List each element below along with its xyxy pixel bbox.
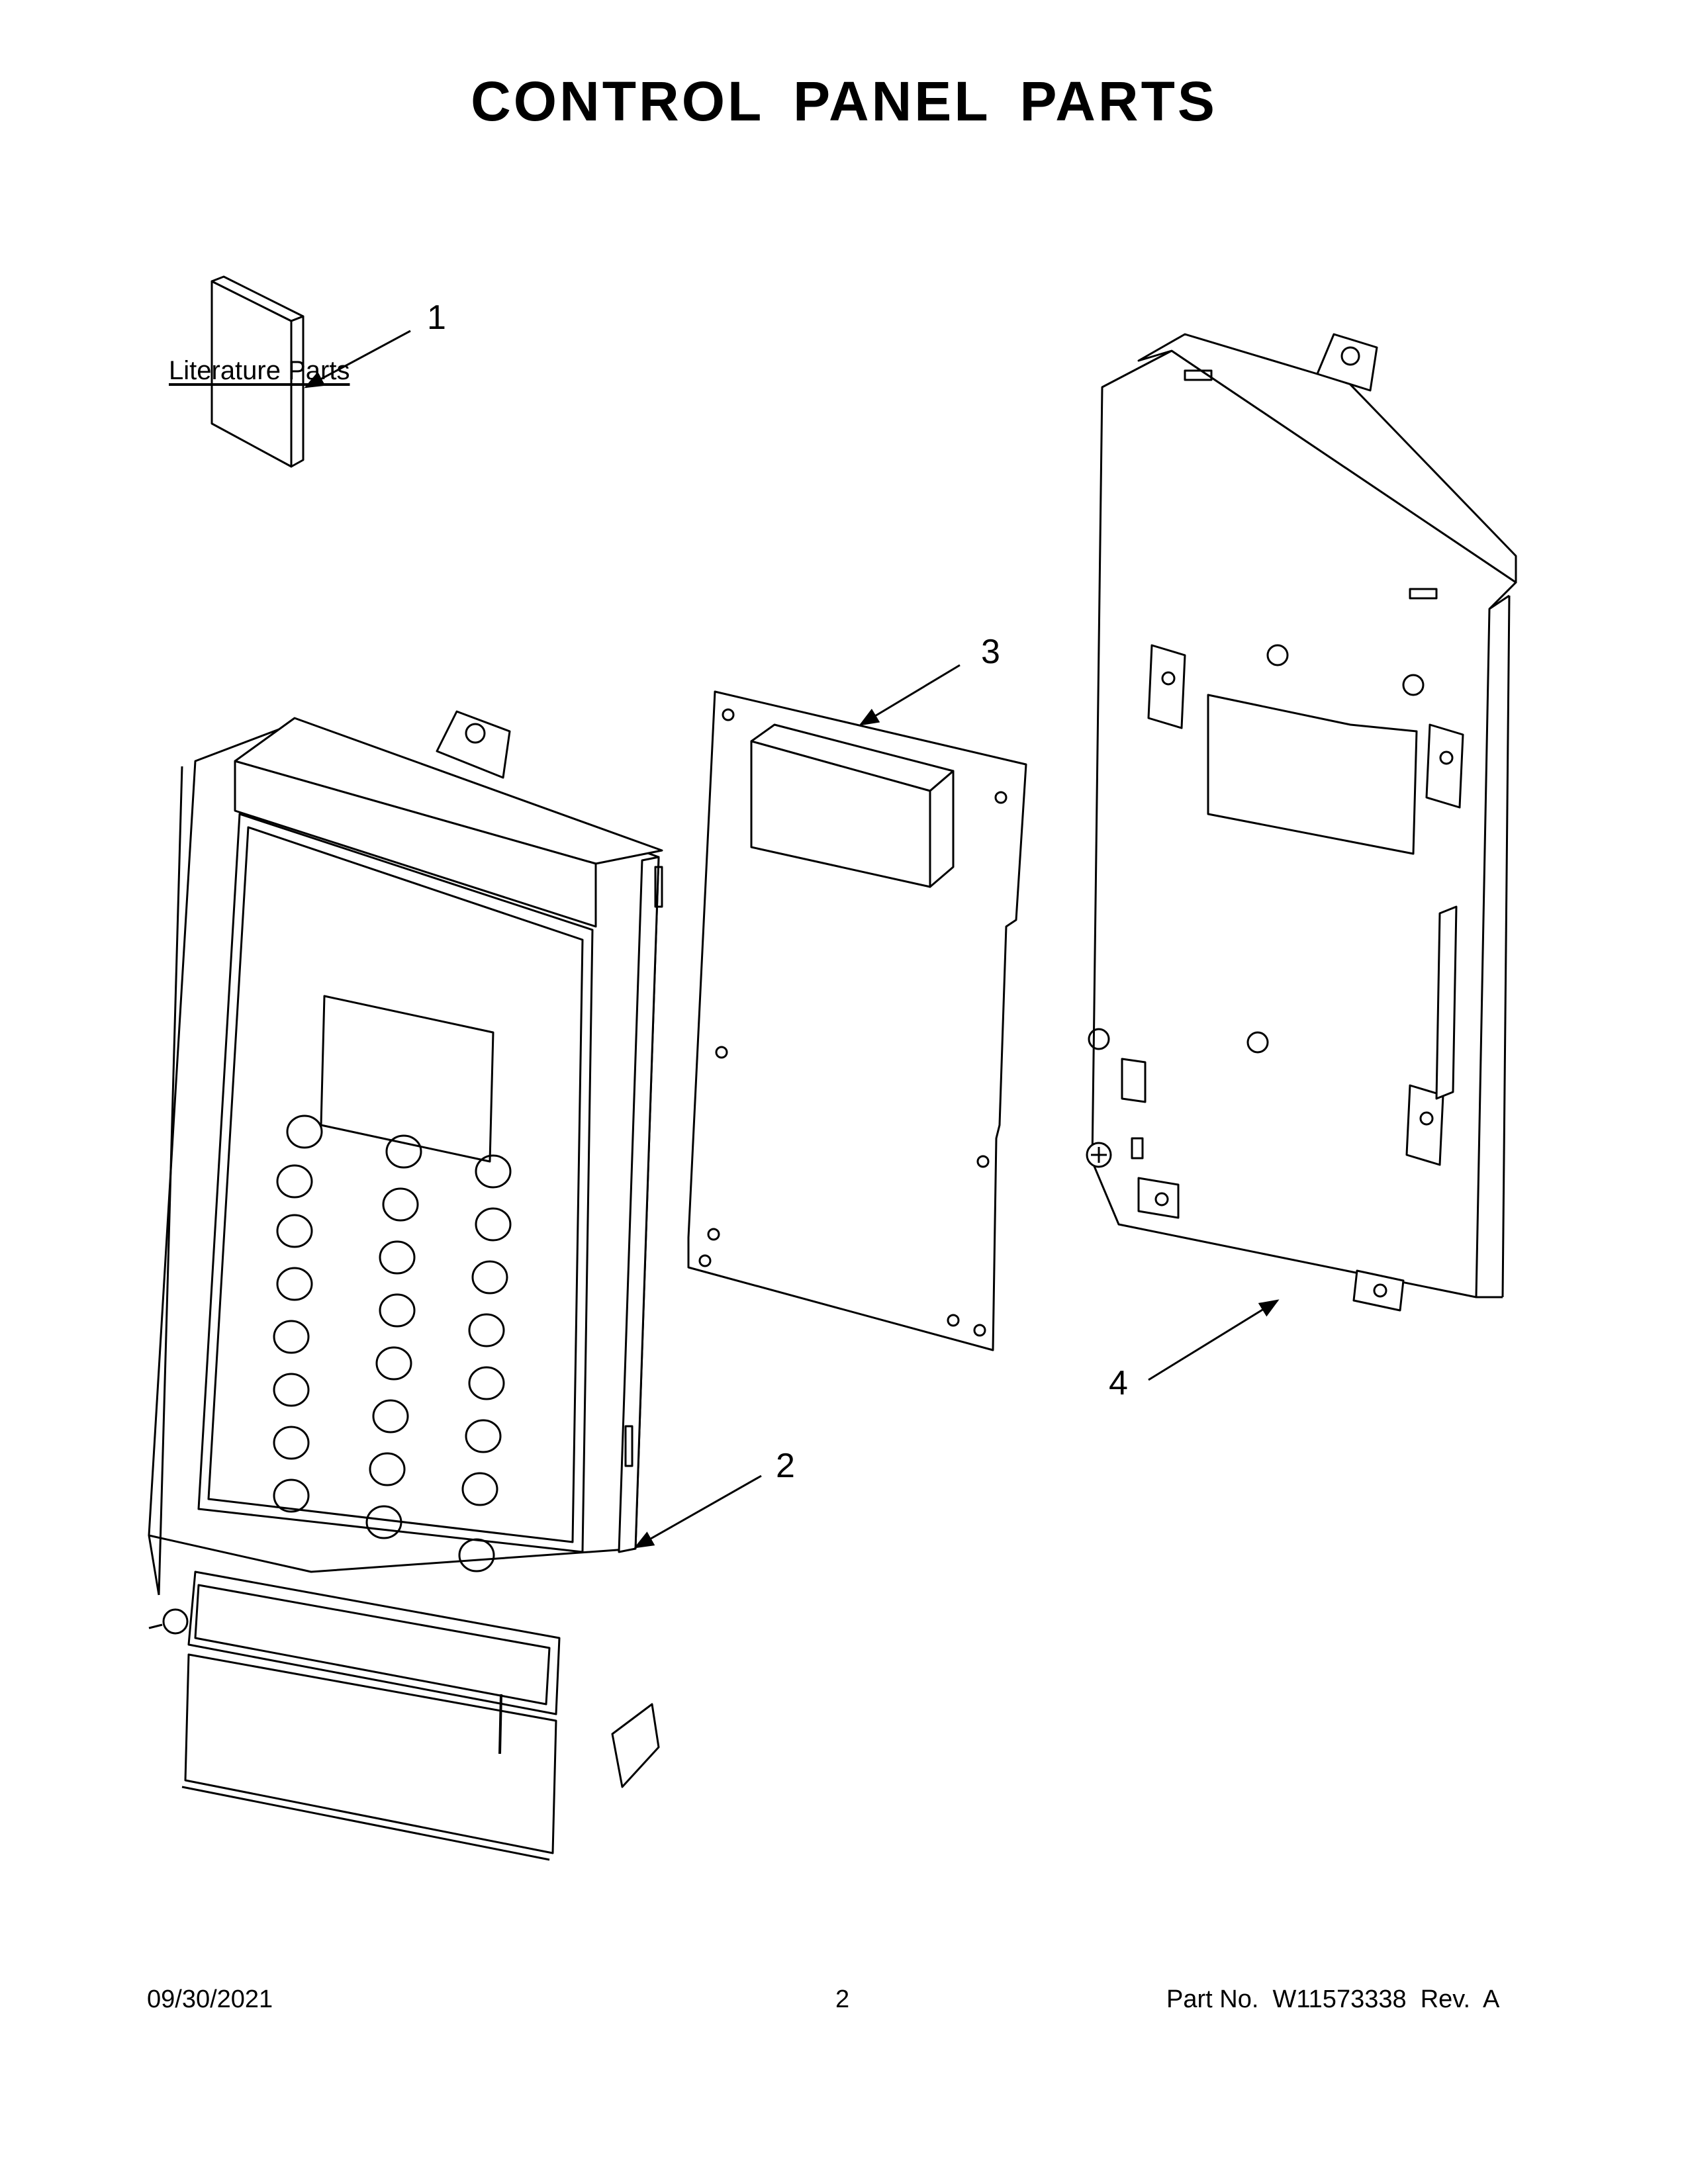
literature-booklet	[211, 275, 305, 468]
literature-parts-label: Literature Parts	[169, 356, 350, 385]
callout-4: 4	[1109, 1364, 1128, 1402]
keypad-buttons	[273, 1115, 512, 1572]
mounting-bracket	[1086, 333, 1517, 1312]
callout-3: 3	[981, 633, 1000, 671]
callout-2: 2	[776, 1447, 795, 1485]
footer-part-number: Part No. W11573338 Rev. A	[1166, 1985, 1500, 2013]
footer-date: 09/30/2021	[147, 1985, 273, 2013]
footer-page-number: 2	[835, 1985, 850, 2013]
control-board	[687, 690, 1027, 1351]
bracket-clips	[1137, 644, 1464, 1312]
callout-leaders	[304, 330, 1280, 1549]
callout-1: 1	[427, 298, 446, 337]
control-panel-assembly	[148, 710, 663, 1861]
page-title: CONTROL PANEL PARTS	[471, 70, 1217, 132]
